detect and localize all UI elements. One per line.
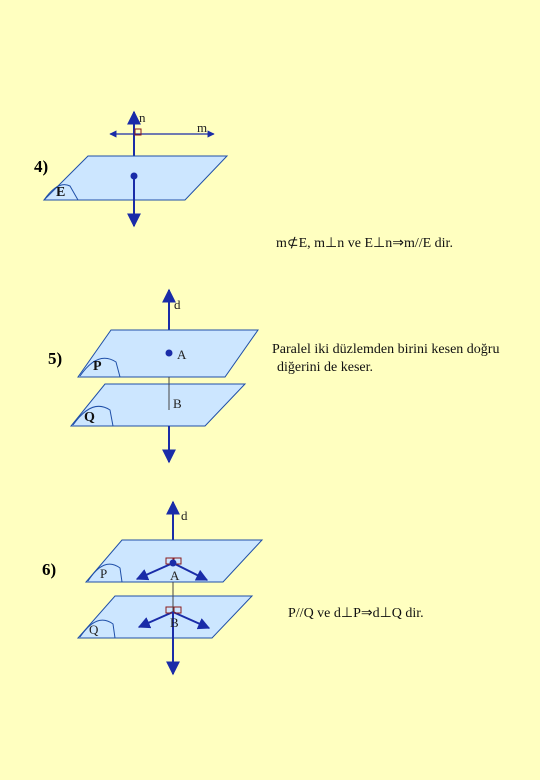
plane-q-angle-mark	[79, 619, 116, 639]
figure-5-statement-line-2: diğerini de keser.	[277, 360, 374, 375]
plane-p-label: P	[100, 566, 107, 581]
point-a-label: A	[170, 568, 180, 583]
plane-e-label: E	[56, 185, 65, 200]
intersection-point-n-e	[130, 172, 138, 180]
plane-p-label: P	[93, 359, 102, 374]
ray-a-left	[135, 562, 174, 581]
ray-b-right	[172, 611, 211, 630]
plane-q-label: Q	[89, 622, 99, 637]
figure-6-number: 6)	[42, 560, 56, 579]
point-b-label: B	[170, 615, 179, 630]
line-d-label: d	[174, 297, 181, 312]
figure-6: 6) P Q d A B	[42, 500, 264, 676]
point-a-label: A	[177, 347, 187, 362]
plane-q	[69, 383, 247, 427]
plane-p-angle-mark	[79, 357, 121, 378]
plane-q-label: Q	[84, 410, 95, 425]
line-m-label: m	[197, 120, 207, 135]
point-b-label: B	[173, 396, 182, 411]
plane-e-angle-mark	[43, 184, 79, 201]
figure-6-statement: P//Q ve d⊥P⇒d⊥Q dir.	[288, 606, 424, 621]
figure-5-statement-line-1: Paralel iki düzlemden birini kesen doğru	[272, 342, 500, 357]
ray-a-right	[172, 562, 209, 581]
plane-q	[76, 595, 254, 639]
figure-5: 5) P Q d A B	[48, 288, 259, 464]
figure-5-number: 5)	[48, 349, 62, 368]
right-angle-b-right	[173, 606, 182, 614]
ray-b-left	[137, 611, 174, 629]
right-angle-mn	[134, 128, 142, 136]
point-a	[165, 349, 173, 357]
figure-4: 4) E n m	[34, 110, 229, 228]
figure-4-number: 4)	[34, 157, 48, 176]
plane-q-angle-mark	[72, 405, 114, 427]
line-n-label: n	[139, 110, 146, 125]
point-a	[169, 559, 177, 567]
plane-p-angle-mark	[87, 563, 123, 583]
line-d-label: d	[181, 508, 188, 523]
figure-4-statement: m⊄E, m⊥n ve E⊥n⇒m//E dir.	[276, 236, 453, 251]
